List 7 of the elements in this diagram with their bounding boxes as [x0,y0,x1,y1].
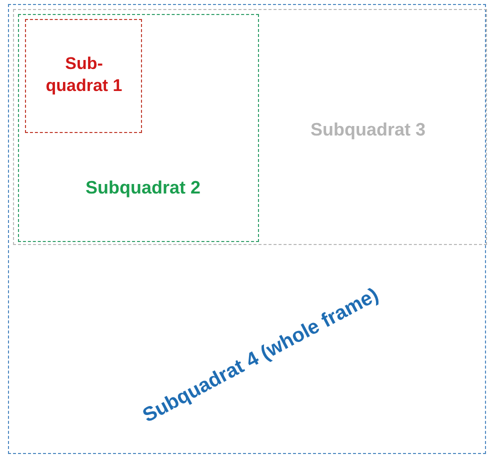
quadrat-frame [18,14,259,242]
quadrat-label: Subquadrat 3 [310,120,426,140]
quadrat-label: Sub- quadrat 1 [44,52,124,97]
quadrat-frame [8,4,486,454]
quadrat-frame [13,9,487,245]
quadrat-frame [25,19,142,133]
quadrat-label: Subquadrat 2 [86,178,200,198]
